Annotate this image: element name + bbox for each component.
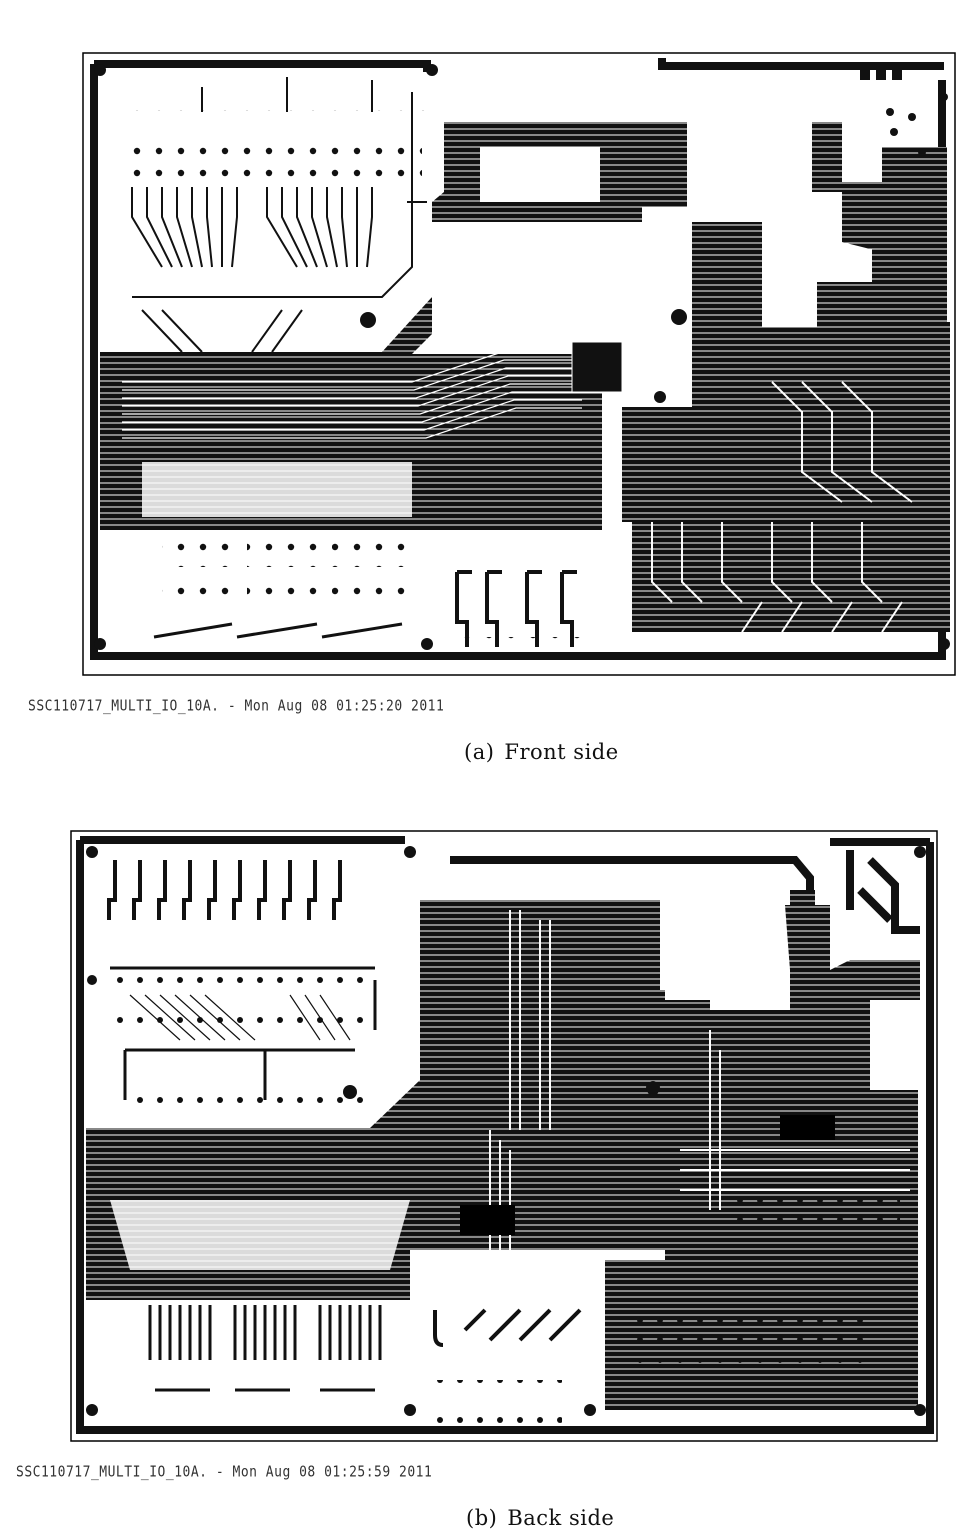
front-central-ic xyxy=(571,341,623,393)
back-caption-text: Back side xyxy=(507,1506,615,1530)
front-ground-pour-top-right xyxy=(812,122,947,327)
back-bottom-comb-traces xyxy=(148,1305,382,1392)
front-connector-pads xyxy=(452,637,582,655)
front-side-pcb-artwork xyxy=(82,52,956,676)
front-side-timestamp: SSC110717_MULTI_IO_10A. - Mon Aug 08 01:… xyxy=(28,698,445,716)
front-fanout-traces xyxy=(131,77,427,353)
back-side-pcb-panel xyxy=(70,830,938,1442)
back-fan-traces xyxy=(129,994,351,1041)
front-top-right-pads xyxy=(860,70,948,156)
back-island-top xyxy=(470,870,620,900)
back-comb-traces-top-left xyxy=(107,860,342,920)
back-border-trace xyxy=(76,836,934,1434)
front-side-pcb-panel xyxy=(82,52,956,676)
front-caption-tag: (a) xyxy=(464,740,495,764)
front-island-bottom xyxy=(142,462,412,517)
back-side-pcb-artwork xyxy=(70,830,938,1442)
front-ic-island xyxy=(480,147,600,202)
front-connector-traces xyxy=(455,570,577,647)
back-ic-block-left xyxy=(460,1205,515,1235)
back-ic-block-right xyxy=(780,1115,835,1140)
back-white-traces xyxy=(489,910,910,1250)
back-pad-rows xyxy=(110,975,370,1112)
front-bus-traces xyxy=(122,351,582,439)
front-side-caption: (a) Front side xyxy=(464,740,619,764)
front-pad-rows-top-left xyxy=(122,110,427,182)
back-mounting-holes xyxy=(86,846,926,1416)
back-top-right-thick-traces xyxy=(846,850,920,934)
back-ground-pour-top-right xyxy=(785,905,920,1090)
front-caption-text: Front side xyxy=(504,740,619,764)
back-side-caption: (b) Back side xyxy=(466,1506,614,1530)
back-caption-tag: (b) xyxy=(466,1506,498,1530)
front-ground-pour-right xyxy=(622,182,950,632)
front-mounting-holes xyxy=(94,64,950,650)
back-curved-traces xyxy=(433,1308,582,1347)
front-pad-arrays-bottom-left xyxy=(153,537,407,639)
back-island-wedge xyxy=(110,1200,410,1270)
back-side-timestamp: SSC110717_MULTI_IO_10A. - Mon Aug 08 01:… xyxy=(16,1464,433,1482)
front-right-trace-group xyxy=(651,381,913,633)
back-bus-lines xyxy=(110,966,377,1100)
back-connector-pads xyxy=(432,1380,562,1427)
back-pad-grid-right xyxy=(630,1190,900,1372)
